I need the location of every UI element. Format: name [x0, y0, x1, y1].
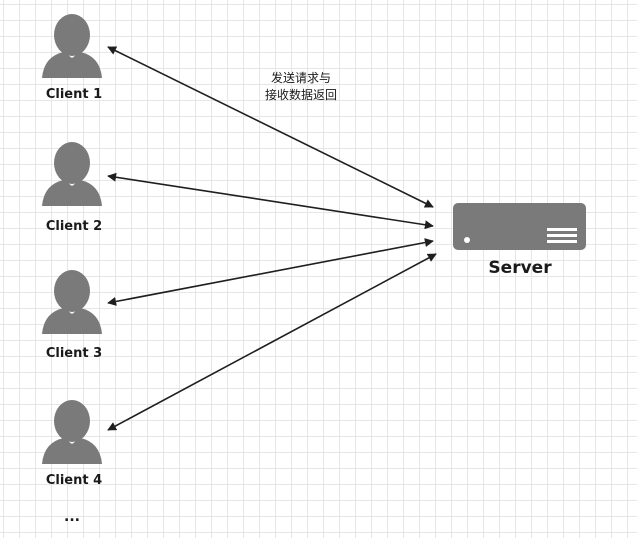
- client-4-icon: [42, 400, 102, 464]
- client-2-label: Client 2: [45, 219, 103, 234]
- server-icon: [453, 203, 586, 250]
- client-1-icon: [42, 14, 102, 78]
- client-3-label: Client 3: [45, 346, 103, 361]
- connection-arrow-client-3: [107, 238, 434, 306]
- client-4-label: Client 4: [45, 473, 103, 488]
- arrow-annotation: 发送请求与 接收数据返回: [246, 70, 356, 104]
- annotation-line-1: 发送请求与: [270, 71, 331, 85]
- connection-arrow-client-2: [107, 172, 434, 230]
- client-1-label: Client 1: [45, 87, 103, 102]
- connection-arrow-client-4: [107, 253, 437, 431]
- client-3-icon: [42, 270, 102, 334]
- server-label: Server: [488, 258, 552, 278]
- more-clients-indicator: ...: [64, 509, 80, 525]
- annotation-line-2: 接收数据返回: [264, 88, 337, 102]
- client-2-icon: [42, 142, 102, 206]
